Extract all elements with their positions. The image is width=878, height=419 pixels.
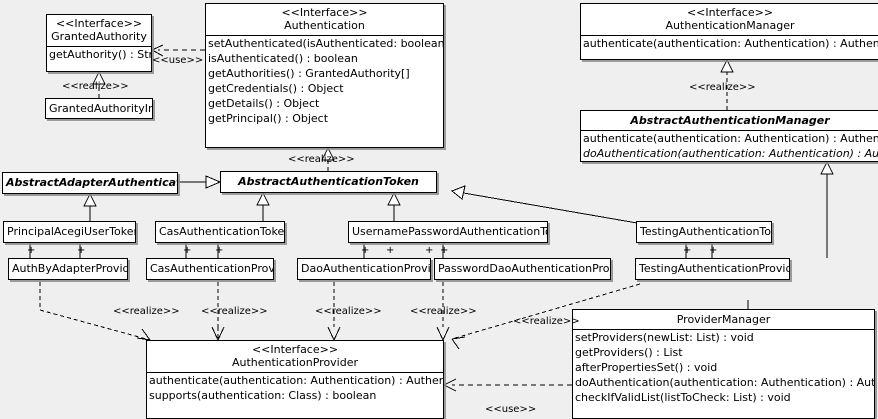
class-username-password-authentication-token[interactable]: UsernamePasswordAuthenticationToken: [348, 221, 548, 243]
class-name: CasAuthenticationProvider: [150, 262, 274, 275]
association-plus-mark: +: [77, 245, 86, 256]
operation-item: isAuthenticated() : boolean: [208, 52, 358, 65]
class-name: AuthByAdapterProvider: [12, 262, 128, 275]
compartment-divider: [581, 35, 878, 36]
association-plus-mark: +: [27, 245, 36, 256]
label-realize-grantedauthorityimpl: <<realize>>: [62, 81, 129, 92]
class-name: AuthenticationProvider: [231, 356, 359, 369]
association-plus-mark: +: [361, 245, 370, 256]
class-granted-authority-impl[interactable]: GrantedAuthorityImpl: [45, 98, 153, 119]
label-realize-testingauthenticationprovider: <<realize>>: [513, 316, 580, 327]
class-password-dao-authentication-provider[interactable]: PasswordDaoAuthenticationProvider: [434, 258, 611, 280]
class-name: AbstractAdapterAuthenticationToken: [6, 176, 177, 189]
class-name: TestingAuthenticationToken: [640, 225, 772, 238]
label-realize-casauthenticationprovider: <<realize>>: [201, 306, 268, 317]
operations-compartment: setProviders(newList: List) : void getPr…: [573, 330, 874, 405]
operation-item: getProviders() : List: [575, 346, 683, 359]
class-cas-authentication-provider[interactable]: CasAuthenticationProvider: [146, 258, 274, 280]
label-use-providermanager-authenticationprovider: <<use>>: [485, 404, 537, 415]
operation-item: authenticate(authentication: Authenticat…: [583, 132, 878, 145]
association-plus-mark: +: [709, 245, 718, 256]
stereotype-label: <<Interface>>: [281, 6, 368, 19]
operations-compartment: authenticate(authentication: Authenticat…: [581, 36, 878, 51]
class-name: AbstractAuthenticationManager: [630, 114, 830, 127]
label-realize-passworddaoauthenticationprovider: <<realize>>: [410, 306, 477, 317]
operation-item: getCredentials() : Object: [208, 82, 344, 95]
class-name: DaoAuthenticationProvider: [301, 262, 431, 275]
class-header: <<Interface>> AuthenticationManager: [581, 4, 878, 35]
class-name: TestingAuthenticationProvider: [639, 262, 790, 275]
operation-item: getDetails() : Object: [208, 97, 320, 110]
class-name: AbstractAuthenticationToken: [238, 175, 419, 188]
class-name: PrincipalAcegiUserToken: [7, 225, 136, 238]
label-realize-abstractauthenticationtoken: <<realize>>: [288, 154, 355, 165]
class-provider-manager[interactable]: ProviderManager setProviders(newList: Li…: [572, 309, 875, 419]
operation-item: getAuthority() : String: [49, 48, 152, 61]
class-cas-authentication-token[interactable]: CasAuthenticationToken: [155, 221, 285, 243]
class-abstract-authentication-manager[interactable]: AbstractAuthenticationManager authentica…: [580, 110, 878, 162]
operations-compartment: authenticate(authentication: Authenticat…: [147, 373, 443, 403]
class-authentication[interactable]: <<Interface>> Authentication setAuthenti…: [205, 3, 444, 148]
stereotype-label: <<Interface>>: [55, 17, 143, 30]
class-dao-authentication-provider[interactable]: DaoAuthenticationProvider: [297, 258, 431, 280]
compartment-divider: [573, 329, 874, 330]
class-name: GrantedAuthorityImpl: [49, 102, 152, 115]
operation-item: setProviders(newList: List) : void: [575, 331, 754, 344]
operation-item: getAuthorities() : GrantedAuthority[]: [208, 67, 410, 80]
class-authentication-provider[interactable]: <<Interface>> AuthenticationProvider aut…: [146, 340, 444, 419]
operation-item: doAuthentication(authentication: Authent…: [575, 376, 875, 389]
association-plus-mark: +: [425, 245, 434, 256]
operation-item: afterPropertiesSet() : void: [575, 361, 718, 374]
compartment-divider: [147, 372, 443, 373]
operations-compartment: setAuthenticated(isAuthenticated: boolea…: [206, 36, 443, 126]
class-name: GrantedAuthority: [51, 30, 147, 43]
class-header: <<Interface>> GrantedAuthority: [47, 15, 151, 46]
label-realize-daoauthenticationprovider: <<realize>>: [315, 306, 382, 317]
label-use-authentication-grantedauthority: <<use>>: [152, 55, 204, 66]
association-plus-mark: +: [183, 245, 192, 256]
operations-compartment: authenticate(authentication: Authenticat…: [581, 131, 878, 161]
class-auth-by-adapter-provider[interactable]: AuthByAdapterProvider: [8, 258, 128, 280]
compartment-divider: [47, 46, 151, 47]
class-principal-acegi-user-token[interactable]: PrincipalAcegiUserToken: [3, 221, 136, 243]
association-plus-mark: +: [683, 245, 692, 256]
stereotype-label: <<Interface>>: [686, 6, 774, 19]
class-name: AuthenticationManager: [665, 19, 795, 32]
operation-item: checkIfValidList(listToCheck: List) : vo…: [575, 391, 791, 404]
class-name: PasswordDaoAuthenticationProvider: [438, 262, 610, 275]
association-plus-mark: +: [215, 245, 224, 256]
class-name: CasAuthenticationToken: [159, 225, 285, 238]
stereotype-label: <<Interface>>: [251, 343, 339, 356]
label-realize-abstractauthenticationmanager: <<realize>>: [689, 82, 756, 93]
class-name: ProviderManager: [676, 313, 771, 326]
label-realize-authbyadapterprovider: <<realize>>: [113, 306, 180, 317]
class-testing-authentication-provider[interactable]: TestingAuthenticationProvider: [635, 258, 790, 280]
class-abstract-adapter-authentication-token[interactable]: AbstractAdapterAuthenticationToken: [2, 172, 178, 194]
operation-item: supports(authentication: Class) : boolea…: [149, 389, 377, 402]
association-plus-mark: +: [440, 245, 449, 256]
class-header: <<Interface>> Authentication: [206, 4, 443, 35]
class-abstract-authentication-token[interactable]: AbstractAuthenticationToken: [220, 171, 437, 193]
compartment-divider: [581, 130, 878, 131]
compartment-divider: [206, 35, 443, 36]
operation-item: authenticate(authentication: Authenticat…: [583, 37, 878, 50]
operation-item: doAuthentication(authentication: Authent…: [583, 147, 878, 160]
operation-item: getPrincipal() : Object: [208, 112, 329, 125]
operations-compartment: getAuthority() : String: [47, 47, 151, 62]
class-granted-authority[interactable]: <<Interface>> GrantedAuthority getAuthor…: [46, 14, 152, 72]
class-testing-authentication-token[interactable]: TestingAuthenticationToken: [636, 221, 772, 243]
class-header: <<Interface>> AuthenticationProvider: [147, 341, 443, 372]
class-name: Authentication: [284, 19, 365, 32]
class-authentication-manager[interactable]: <<Interface>> AuthenticationManager auth…: [580, 3, 878, 60]
operation-item: setAuthenticated(isAuthenticated: boolea…: [208, 37, 444, 50]
operation-item: authenticate(authentication: Authenticat…: [149, 374, 443, 387]
association-plus-mark: +: [386, 245, 395, 256]
class-name: UsernamePasswordAuthenticationToken: [352, 225, 547, 238]
